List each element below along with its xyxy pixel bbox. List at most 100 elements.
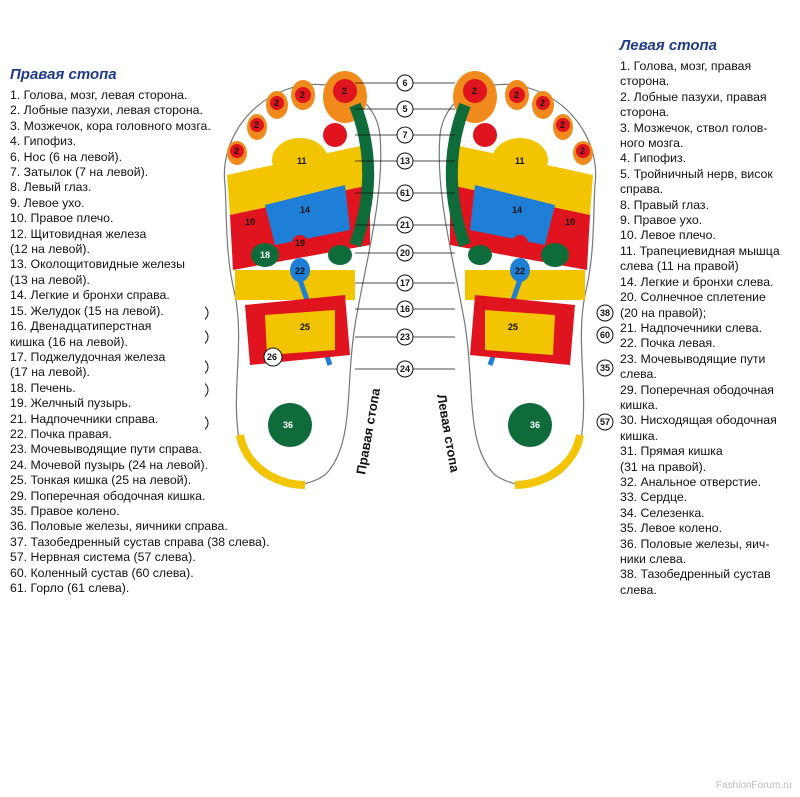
right-foot-side-marker (205, 306, 209, 320)
center-marker-label: 24 (400, 364, 410, 374)
left-foot-legend-item: кишка. (620, 397, 659, 412)
right-foot-legend-item: 29. Поперечная ободочная кишка. (10, 488, 206, 503)
center-marker (396, 100, 414, 118)
svg-text:2: 2 (560, 120, 565, 130)
left-foot-legend-item: 10. Левое плечо. (620, 228, 716, 243)
right-foot-legend-item: 9. Левое ухо. (10, 195, 85, 210)
center-marker-label: 13 (400, 156, 410, 166)
left-foot-legend-item: сторона. (620, 74, 670, 89)
right-foot-legend-item: (13 на левой). (10, 272, 90, 287)
center-marker-label: 20 (400, 248, 410, 258)
svg-text:2: 2 (342, 86, 347, 96)
center-marker (396, 126, 414, 144)
left-foot-legend-item: 5. Тройничный нерв, висок (620, 166, 773, 181)
left-foot-legend-item: (20 на правой); (620, 305, 707, 320)
left-foot-side-marker-label: 57 (600, 417, 610, 427)
svg-text:2: 2 (540, 98, 545, 108)
right-foot-legend-item: 10. Правое плечо. (10, 211, 114, 226)
right-foot-legend-item: 22. Почка правая. (10, 426, 112, 441)
right-foot-legend-item: 35. Правое колено. (10, 503, 120, 518)
right-foot-legend-item: 13. Околощитовидные железы (10, 257, 185, 272)
right-foot-legend-title: Правая стопа (10, 66, 117, 83)
svg-text:2: 2 (300, 90, 305, 100)
left-foot-legend-item: 2. Лобные пазухи, правая (620, 89, 767, 104)
right-foot-legend-item: 15. Желудок (15 на левой). (10, 303, 164, 318)
left-foot-side-marker-label: 35 (600, 363, 610, 373)
center-marker (396, 184, 414, 202)
left-foot-legend-item: 30. Нисходящая ободочная (620, 413, 777, 428)
left-foot-legend-item: 4. Гипофиз. (620, 151, 687, 166)
svg-text:2: 2 (254, 120, 259, 130)
left-foot-legend-item: слева. (620, 582, 657, 597)
right-foot-legend-item: 2. Лобные пазухи, левая сторона. (10, 103, 203, 118)
left-foot-legend-item: 32. Анальное отверстие. (620, 474, 761, 489)
left-foot-legend-item: 35. Левое колено. (620, 521, 723, 536)
center-marker (396, 360, 414, 378)
center-marker (396, 216, 414, 234)
right-foot-legend-item: 12. Щитовидная железа (10, 226, 147, 241)
left-foot-legend-item: 22. Почка левая. (620, 336, 716, 351)
right-foot-legend-item: 4. Гипофиз. (10, 134, 77, 149)
svg-text:2: 2 (514, 90, 519, 100)
right-foot-legend-item: 19. Желчный пузырь. (10, 396, 132, 411)
svg-text:10: 10 (245, 217, 255, 227)
left-foot-legend-item: 9. Правое ухо. (620, 213, 703, 228)
right-foot-legend-item: 8. Левый глаз. (10, 180, 92, 195)
left-foot-legend-item: ники слева. (620, 552, 687, 566)
right-foot-heel-center (268, 403, 312, 447)
right-foot-legend-item: 6. Нос (6 на левой). (10, 149, 122, 164)
center-marker-label: 21 (400, 220, 410, 230)
left-foot-legend-item: слева (11 на правой) (620, 259, 739, 274)
right-foot-legend-item: кишка (16 на левой). (10, 334, 128, 349)
left-foot-side-marker (596, 304, 614, 322)
right-foot-side-marker (205, 330, 209, 344)
left-foot-legend-item: 11. Трапециевидная мышца (620, 243, 780, 258)
left-foot-legend-item: 33. Сердце. (620, 490, 688, 505)
right-foot: 2 2 2 2 2 11 14 10 18 19 22 25 26 36 (223, 71, 382, 489)
left-foot-legend-item: 36. Половые железы, яич- (620, 536, 770, 551)
right-foot-side-marker (205, 383, 209, 397)
svg-text:2: 2 (580, 146, 585, 156)
left-foot-legend-item: сторона. (620, 105, 670, 120)
left-foot-legend-item: (31 на правой). (620, 459, 707, 474)
center-marker (396, 274, 414, 292)
svg-text:14: 14 (512, 205, 522, 215)
svg-text:26: 26 (267, 352, 277, 362)
svg-text:22: 22 (515, 266, 525, 276)
svg-text:11: 11 (297, 156, 307, 166)
left-foot-legend-item: 8. Правый глаз. (620, 197, 709, 212)
left-foot-legend-item: ного мозга. (620, 136, 684, 151)
center-marker-label: 6 (402, 78, 407, 88)
left-foot-labels: 2 2 2 2 2 11 14 10 22 25 36 (472, 86, 585, 430)
right-foot-legend-item: 25. Тонкая кишка (25 на левой). (10, 473, 192, 488)
right-foot-legend-item: 57. Нервная система (57 слева). (10, 550, 196, 565)
left-foot-legend-item: слева. (620, 367, 657, 382)
left-foot-legend-item: 21. Надпочечники слева. (620, 320, 763, 335)
left-foot-legend-item: 23. Мочевыводящие пути (620, 351, 766, 366)
right-foot-legend-item: 36. Половые железы, яичники справа. (10, 519, 228, 534)
right-foot-caption: Правая стопа (353, 386, 383, 475)
svg-text:11: 11 (515, 156, 525, 166)
svg-text:2: 2 (472, 86, 477, 96)
left-foot-legend-item: кишка. (620, 428, 659, 443)
svg-text:36: 36 (530, 420, 540, 430)
left-foot-legend-item: 29. Поперечная ободочная (620, 382, 774, 397)
right-foot-legend-item: 1. Голова, мозг, левая сторона. (10, 88, 188, 102)
svg-text:18: 18 (260, 250, 270, 260)
left-foot-legend-item: 34. Селезенка. (620, 505, 705, 520)
center-marker-label: 61 (400, 188, 410, 198)
right-foot-legend-item: 37. Тазобедренный сустав справа (38 слев… (10, 534, 270, 549)
left-foot-side-marker (596, 413, 614, 431)
right-foot-legend-item: 18. Печень. (10, 380, 76, 395)
left-foot-legend-item: 31. Прямая кишка (620, 444, 723, 459)
left-foot-legend-item: 38. Тазобедренный сустав (620, 567, 771, 582)
left-foot-legend-item: 3. Мозжечок, ствол голов- (620, 120, 768, 135)
center-marker-label: 17 (400, 278, 410, 288)
center-marker-label: 23 (400, 332, 410, 342)
svg-text:10: 10 (565, 217, 575, 227)
foot-reflexology-diagram: 2 2 2 2 2 11 14 10 18 19 22 25 26 36 (205, 71, 614, 489)
left-foot (438, 71, 597, 489)
right-foot-legend-item: (17 на левой). (10, 365, 90, 380)
svg-text:2: 2 (234, 146, 239, 156)
